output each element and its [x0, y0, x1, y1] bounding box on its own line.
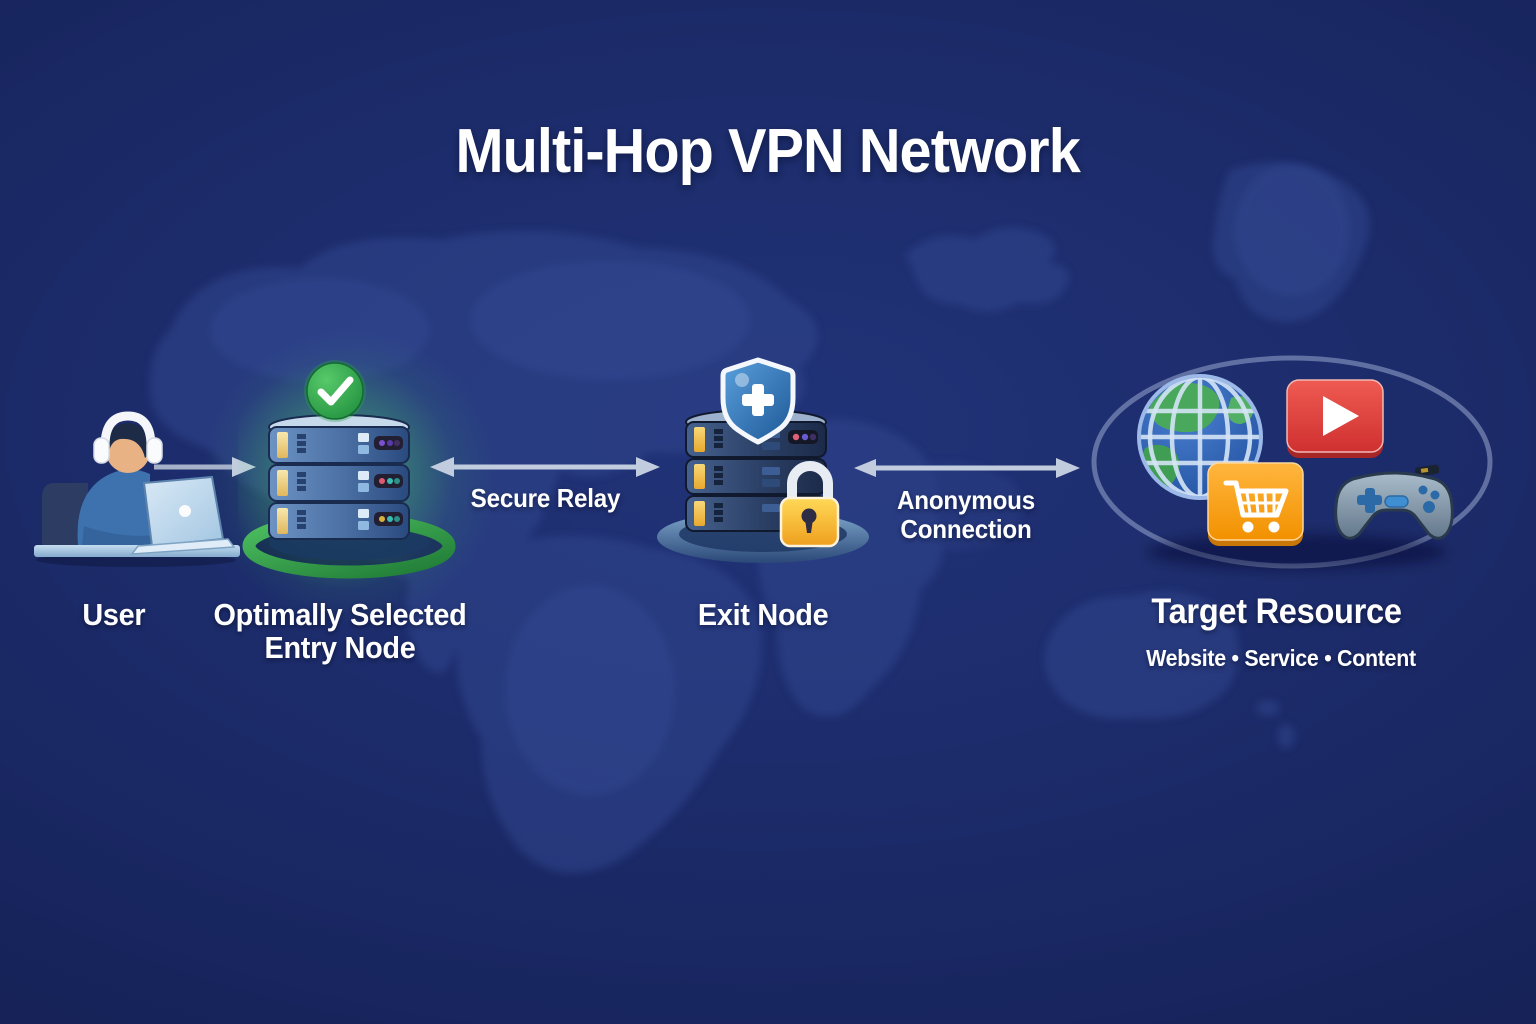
check-badge-icon — [304, 360, 366, 422]
entry-node-icon — [238, 360, 456, 590]
page-title-text: Multi-Hop VPN Network — [455, 117, 1081, 186]
anonymous-connection-arrow-icon — [854, 458, 1080, 478]
arm — [82, 526, 172, 545]
user-at-laptop-icon — [34, 411, 240, 567]
laptop-base — [130, 538, 236, 555]
chair — [42, 483, 88, 548]
entry-node-label: Optimally Selected Entry Node — [213, 597, 467, 665]
hair — [106, 423, 150, 458]
target-resource-icon — [1091, 355, 1493, 570]
padlock-icon — [779, 461, 840, 548]
secure-relay-label: Secure Relay — [470, 483, 620, 513]
server-stack-icon — [268, 414, 410, 540]
headphone-band — [100, 411, 156, 449]
target-resource-label: Target Resource — [1151, 592, 1403, 631]
shield-cross-icon — [720, 357, 796, 445]
target-resource-sublabel: Website • Service • Content — [1146, 645, 1416, 671]
page-title: Multi-Hop VPN Network — [0, 116, 1536, 187]
exit-node-label: Exit Node — [697, 597, 829, 632]
user-label: User — [82, 597, 146, 632]
shopping-cart-icon — [1207, 462, 1304, 546]
torso — [77, 469, 150, 545]
video-play-icon — [1286, 379, 1384, 458]
secure-relay-arrow-icon — [430, 457, 660, 477]
game-controller-icon — [1334, 464, 1454, 540]
headphone-cup-right — [146, 437, 163, 464]
exit-node-icon — [657, 357, 869, 563]
anonymous-connection-label: Anonymous Connection — [896, 485, 1036, 544]
headphone-cup-left — [93, 437, 110, 464]
laptop-logo — [179, 505, 191, 517]
